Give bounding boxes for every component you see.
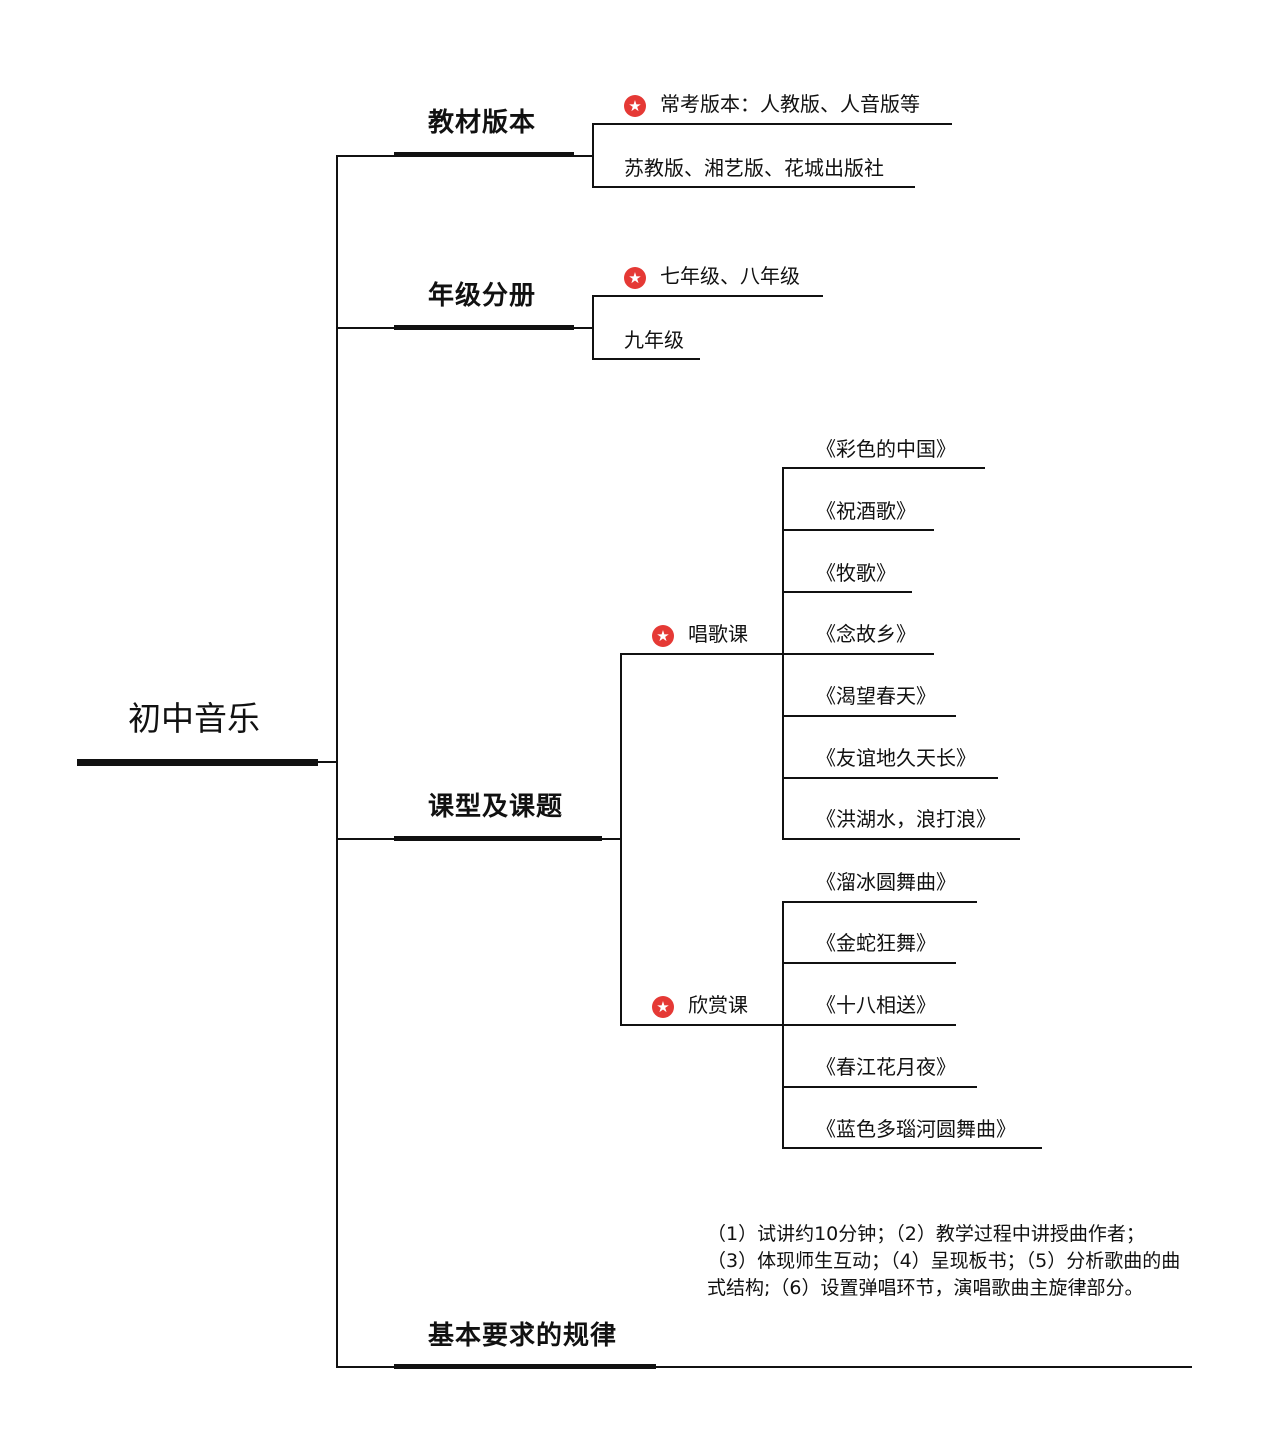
- branch-grade-connector: [336, 327, 396, 329]
- branch-grade-label: 年级分册: [428, 281, 537, 311]
- grade-item-common-underline: [592, 295, 823, 297]
- singing-item-underline: [782, 653, 934, 655]
- singing-item: 《彩色的中国》: [816, 437, 956, 461]
- star-icon: ★: [624, 94, 646, 117]
- star-icon: ★: [624, 266, 646, 289]
- appreciation-item-underline: [782, 1147, 1042, 1149]
- singing-item: 《友谊地久天长》: [816, 746, 976, 770]
- appreciation-item: 《蓝色多瑙河圆舞曲》: [816, 1117, 1016, 1141]
- branch-textbook-label: 教材版本: [428, 108, 537, 138]
- branch-lesson-label: 课型及课题: [428, 792, 564, 822]
- branch-lesson-link: [602, 838, 622, 840]
- textbook-item-common-label: 常考版本：人教版、人音版等: [660, 92, 920, 116]
- appreciation-item-underline: [782, 901, 977, 903]
- singing-item: 《牧歌》: [816, 561, 896, 585]
- branch-requirements-connector: [336, 1366, 396, 1368]
- singing-item-underline: [782, 529, 934, 531]
- branch-lesson-connector: [336, 838, 396, 840]
- appreciation-item: 《十八相送》: [816, 993, 936, 1017]
- singing-node: ★ 唱歌课: [652, 618, 748, 647]
- singing-item: 《渴望春天》: [816, 684, 936, 708]
- grade-item-common-label: 七年级、八年级: [660, 264, 800, 288]
- branch-requirements-underline: [394, 1364, 656, 1369]
- branch-grade-link: [574, 327, 594, 329]
- singing-item-underline: [782, 838, 1020, 840]
- singing-item-underline: [782, 777, 998, 779]
- singing-node-label: 唱歌课: [688, 622, 748, 646]
- singing-item: 《祝酒歌》: [816, 499, 916, 523]
- appreciation-item-underline: [782, 1086, 977, 1088]
- root-underline: [77, 759, 318, 766]
- branch-textbook-children-vertical: [592, 124, 594, 188]
- branch-grade-underline: [394, 325, 574, 330]
- spine-connector: [318, 761, 338, 763]
- branch-lesson-underline: [394, 836, 602, 841]
- appreciation-item-underline: [782, 1024, 956, 1026]
- grade-item-common: ★ 七年级、八年级: [624, 260, 800, 289]
- textbook-item-common-underline: [592, 123, 952, 125]
- branch-textbook-underline: [394, 152, 574, 157]
- star-icon: ★: [652, 624, 674, 647]
- grade-item-nine: 九年级: [624, 328, 684, 352]
- requirements-line: （3）体现师生互动；（4）呈现板书；（5）分析歌曲的曲式结构;（6）设置弹唱环节…: [707, 1250, 1181, 1299]
- star-icon: ★: [652, 995, 674, 1018]
- singing-item: 《念故乡》: [816, 622, 916, 646]
- singing-item-underline: [782, 467, 985, 469]
- textbook-item-other: 苏教版、湘艺版、花城出版社: [624, 156, 884, 180]
- appreciation-item: 《金蛇狂舞》: [816, 931, 936, 955]
- appreciation-item: 《春江花月夜》: [816, 1055, 956, 1079]
- branch-lesson-children-vertical: [620, 653, 622, 1026]
- spine-vertical: [336, 155, 338, 1368]
- appreciation-node: ★ 欣赏课: [652, 989, 748, 1018]
- branch-requirements-link: [656, 1366, 1192, 1368]
- grade-item-nine-underline: [592, 358, 700, 360]
- textbook-item-other-underline: [592, 186, 915, 188]
- requirements-line: （1）试讲约10分钟；（2）教学过程中讲授曲作者；: [707, 1223, 1145, 1245]
- appreciation-connector: [620, 1024, 784, 1026]
- textbook-item-common: ★ 常考版本：人教版、人音版等: [624, 88, 920, 117]
- branch-textbook-link: [574, 155, 594, 157]
- root-node-label: 初中音乐: [128, 699, 260, 738]
- appreciation-item-underline: [782, 962, 956, 964]
- singing-item-underline: [782, 715, 956, 717]
- singing-item-underline: [782, 591, 912, 593]
- requirements-text: （1）试讲约10分钟；（2）教学过程中讲授曲作者； （3）体现师生互动；（4）呈…: [707, 1221, 1183, 1302]
- singing-connector: [620, 653, 784, 655]
- branch-textbook-connector: [336, 155, 396, 157]
- singing-item: 《洪湖水，浪打浪》: [816, 807, 996, 831]
- appreciation-node-label: 欣赏课: [688, 993, 748, 1017]
- branch-requirements-label: 基本要求的规律: [428, 1321, 618, 1351]
- branch-grade-children-vertical: [592, 296, 594, 360]
- appreciation-item: 《溜冰圆舞曲》: [816, 870, 956, 894]
